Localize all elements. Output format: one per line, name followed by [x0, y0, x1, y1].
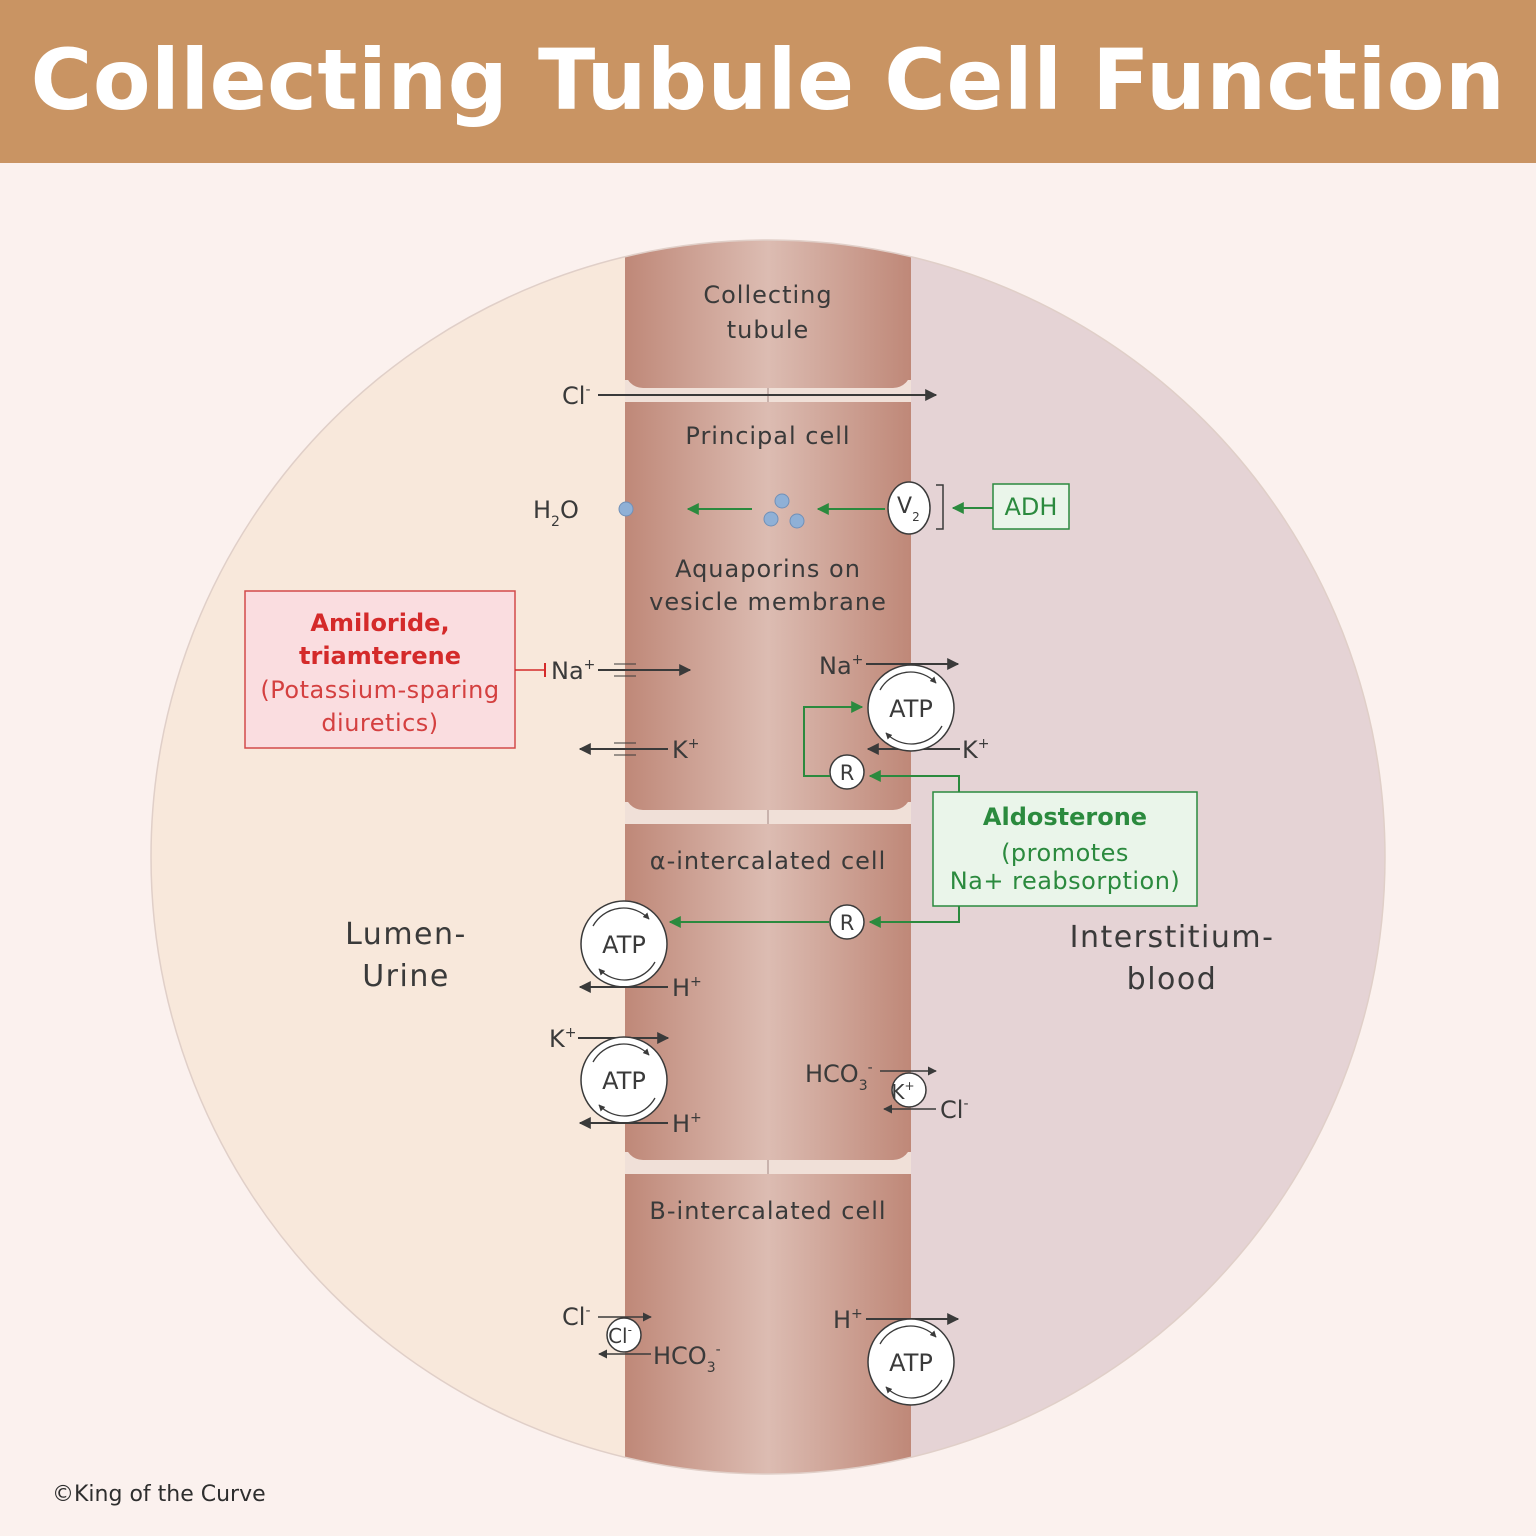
adh-box	[992, 483, 1070, 530]
k-pump-label: K+	[962, 736, 989, 764]
receptor-label: R	[840, 761, 855, 785]
tubule-top-segment	[625, 240, 911, 388]
exchanger-label: K+	[891, 1079, 914, 1104]
drug-name-2: triamterene	[299, 642, 461, 670]
aldosterone-box	[932, 791, 1198, 907]
aldosterone-note-2: Na+ reabsorption)	[950, 867, 1181, 895]
atp-h-pump-beta: ATP	[867, 1318, 955, 1406]
lumen-label: Lumen-	[345, 917, 467, 952]
atp-label: ATP	[602, 931, 646, 959]
aldosterone-note: (promotes	[1001, 839, 1129, 867]
receptor-to-pump-arrow	[803, 701, 864, 777]
header-bar: Collecting Tubule Cell Function	[0, 0, 1536, 163]
atp-label: ATP	[602, 1067, 646, 1095]
aquaporin-label-2: vesicle membrane	[649, 588, 887, 616]
na-pump-label: Na+	[819, 652, 863, 680]
cl-lumen-label: Cl-	[562, 1303, 591, 1331]
atp-hk-pump: ATP	[580, 1036, 668, 1124]
h-ion-label-2: H+	[672, 1110, 702, 1138]
aldosterone-to-principal-arrow	[868, 770, 960, 793]
adh-label: ADH	[1005, 493, 1058, 521]
principal-cell-title: Principal cell	[685, 422, 850, 450]
drug-name: Amiloride,	[310, 609, 449, 637]
atp-pump-principal: ATP	[867, 664, 955, 752]
lumen-label-2: Urine	[362, 959, 450, 994]
k-ion-label: K+	[549, 1025, 576, 1053]
hco3-label: HCO3-	[805, 1060, 873, 1094]
tubule-label: Collecting	[703, 281, 832, 309]
aquaporin-dot-membrane	[618, 501, 634, 517]
page-title: Collecting Tubule Cell Function	[30, 31, 1506, 129]
aquaporin-label: Aquaporins on	[675, 555, 861, 583]
aquaporin-vesicle-dot	[763, 511, 779, 527]
drug-class: (Potassium-sparing	[260, 676, 499, 704]
v2-receptor	[887, 481, 931, 535]
exchanger-label: Cl-	[608, 1323, 632, 1348]
atp-label: ATP	[889, 695, 933, 723]
cl-ion-label: Cl-	[940, 1096, 969, 1124]
beta-intercalated-cell	[625, 1174, 911, 1474]
atp-h-pump: ATP	[580, 900, 668, 988]
beta-cell-title: B-intercalated cell	[649, 1197, 886, 1225]
alpha-receptor-label: R	[840, 911, 855, 935]
hco3-beta-label: HCO3-	[653, 1342, 721, 1376]
aldosterone-receptor-principal	[829, 754, 865, 790]
aldosterone-name: Aldosterone	[983, 803, 1147, 831]
tubule-label-2: tubule	[727, 316, 810, 344]
aldosterone-to-alpha-arrow	[868, 906, 960, 928]
aquaporin-vesicle-dot	[789, 513, 805, 529]
h-beta-label: H+	[833, 1306, 863, 1334]
cl-ion-label: Cl-	[562, 382, 591, 410]
drug-class-2: diuretics)	[321, 709, 438, 737]
h-ion-label: H+	[672, 974, 702, 1002]
copyright-notice: ©King of the Curve	[52, 1482, 266, 1507]
h2o-label: H2O	[533, 496, 579, 530]
k-channel-label: K+	[672, 736, 699, 764]
drug-box	[244, 590, 516, 749]
aquaporin-vesicle-dot	[774, 493, 790, 509]
aldosterone-receptor-alpha	[829, 904, 865, 940]
v2-label: V2	[897, 494, 920, 524]
interstitium-label: Interstitium-	[1070, 920, 1275, 955]
interstitium-label-2: blood	[1127, 962, 1218, 997]
cl-hco3-exchanger	[606, 1317, 642, 1353]
alpha-cell-title: α-intercalated cell	[650, 847, 887, 875]
hco3-cl-exchanger	[891, 1072, 927, 1108]
na-channel-label: Na+	[551, 657, 595, 685]
atp-label: ATP	[889, 1349, 933, 1377]
